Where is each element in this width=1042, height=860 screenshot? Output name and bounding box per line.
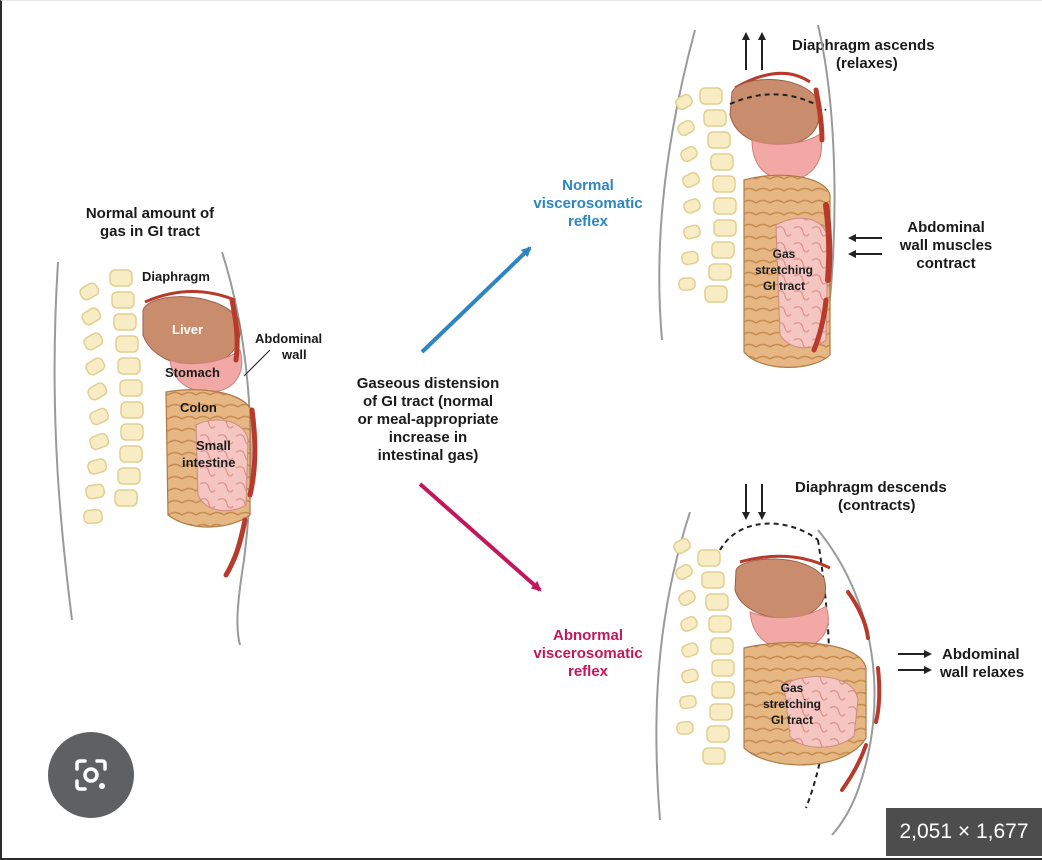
diaphragm-descends-line1: Diaphragm descends — [795, 479, 947, 496]
liver-organ-bottom — [735, 559, 826, 618]
colon-label: Colon — [180, 400, 217, 415]
normal-reflex-line1: Normal — [562, 177, 614, 194]
abdominal-contract-line2: wall muscles — [899, 237, 993, 254]
abnormal-reflex-arrow — [420, 484, 540, 590]
abnormal-reflex-label: Abnormal viscerosomatic reflex — [533, 627, 642, 680]
dashed-diaphragm-line-bottom — [720, 524, 818, 550]
gas-stretching-bottom-line2: stretching — [763, 697, 821, 711]
gas-stretching-bottom-line3: GI tract — [771, 713, 813, 727]
left-title-line1: Normal amount of — [86, 205, 215, 222]
top-right-panel-normal-reflex: Diaphragm ascends (relaxes) — [659, 25, 992, 367]
liver-organ-top — [730, 79, 820, 145]
diaphragm-ascends-line1: Diaphragm ascends — [792, 37, 935, 54]
spine-top-right — [674, 88, 736, 302]
normal-reflex-arrow — [422, 248, 530, 352]
center-line-1: Gaseous distension — [357, 375, 500, 392]
liver-label: Liver — [172, 322, 203, 337]
abdominal-contract-line1: Abdominal — [907, 219, 985, 236]
abnormal-reflex-line1: Abnormal — [553, 627, 623, 644]
gas-stretching-bottom-line1: Gas — [781, 681, 804, 695]
camera-lens-icon — [71, 755, 111, 795]
abdominal-wall-label-line2: wall — [281, 347, 307, 362]
body-back-outline-bottom — [656, 512, 690, 820]
abdominal-relaxes-line1: Abdominal — [942, 646, 1020, 663]
normal-reflex-line3: reflex — [568, 213, 609, 230]
small-intestine-label-line1: Small — [196, 438, 231, 453]
spine-bottom-right — [672, 537, 734, 764]
center-line-3: or meal-appropriate — [358, 411, 499, 428]
diaphragm-label-left: Diaphragm — [142, 269, 210, 284]
abdominal-contract-line3: contract — [916, 255, 975, 272]
abdominal-relaxes-line2: wall relaxes — [939, 664, 1024, 681]
visual-search-button[interactable] — [48, 732, 134, 818]
center-line-5: intestinal gas) — [378, 447, 479, 464]
normal-reflex-label: Normal viscerosomatic reflex — [533, 177, 642, 230]
normal-reflex-line2: viscerosomatic — [533, 195, 642, 212]
gas-stretching-top-line2: stretching — [755, 263, 813, 277]
abdominal-wall-leader-line — [244, 350, 270, 376]
center-caption: Gaseous distension of GI tract (normal o… — [357, 375, 500, 464]
abnormal-reflex-line3: reflex — [568, 663, 609, 680]
abdominal-muscle-bottom-2 — [876, 668, 879, 722]
spine-left — [78, 270, 143, 524]
abdominal-muscle-top-2 — [826, 205, 829, 280]
small-intestine-label-line2: intestine — [182, 455, 235, 470]
image-dimensions-badge: 2,051 × 1,677 — [886, 808, 1042, 856]
left-panel-normal-gas: Normal amount of gas in GI tract — [55, 205, 323, 645]
center-line-2: of GI tract (normal — [363, 393, 493, 410]
stomach-label: Stomach — [165, 365, 220, 380]
left-title-line2: gas in GI tract — [100, 223, 200, 240]
abdominal-wall-label-line1: Abdominal — [255, 331, 322, 346]
gas-stretching-top-line1: Gas — [773, 247, 796, 261]
diaphragm-descends-line2: (contracts) — [838, 497, 916, 514]
diaphragm-ascends-line2: (relaxes) — [836, 55, 898, 72]
gas-stretching-top-line3: GI tract — [763, 279, 805, 293]
bottom-right-panel-abnormal-reflex: Diaphragm descends (contracts) — [656, 479, 1024, 835]
center-line-4: increase in — [389, 429, 467, 446]
body-back-outline — [55, 262, 72, 620]
abnormal-reflex-line2: viscerosomatic — [533, 645, 642, 662]
